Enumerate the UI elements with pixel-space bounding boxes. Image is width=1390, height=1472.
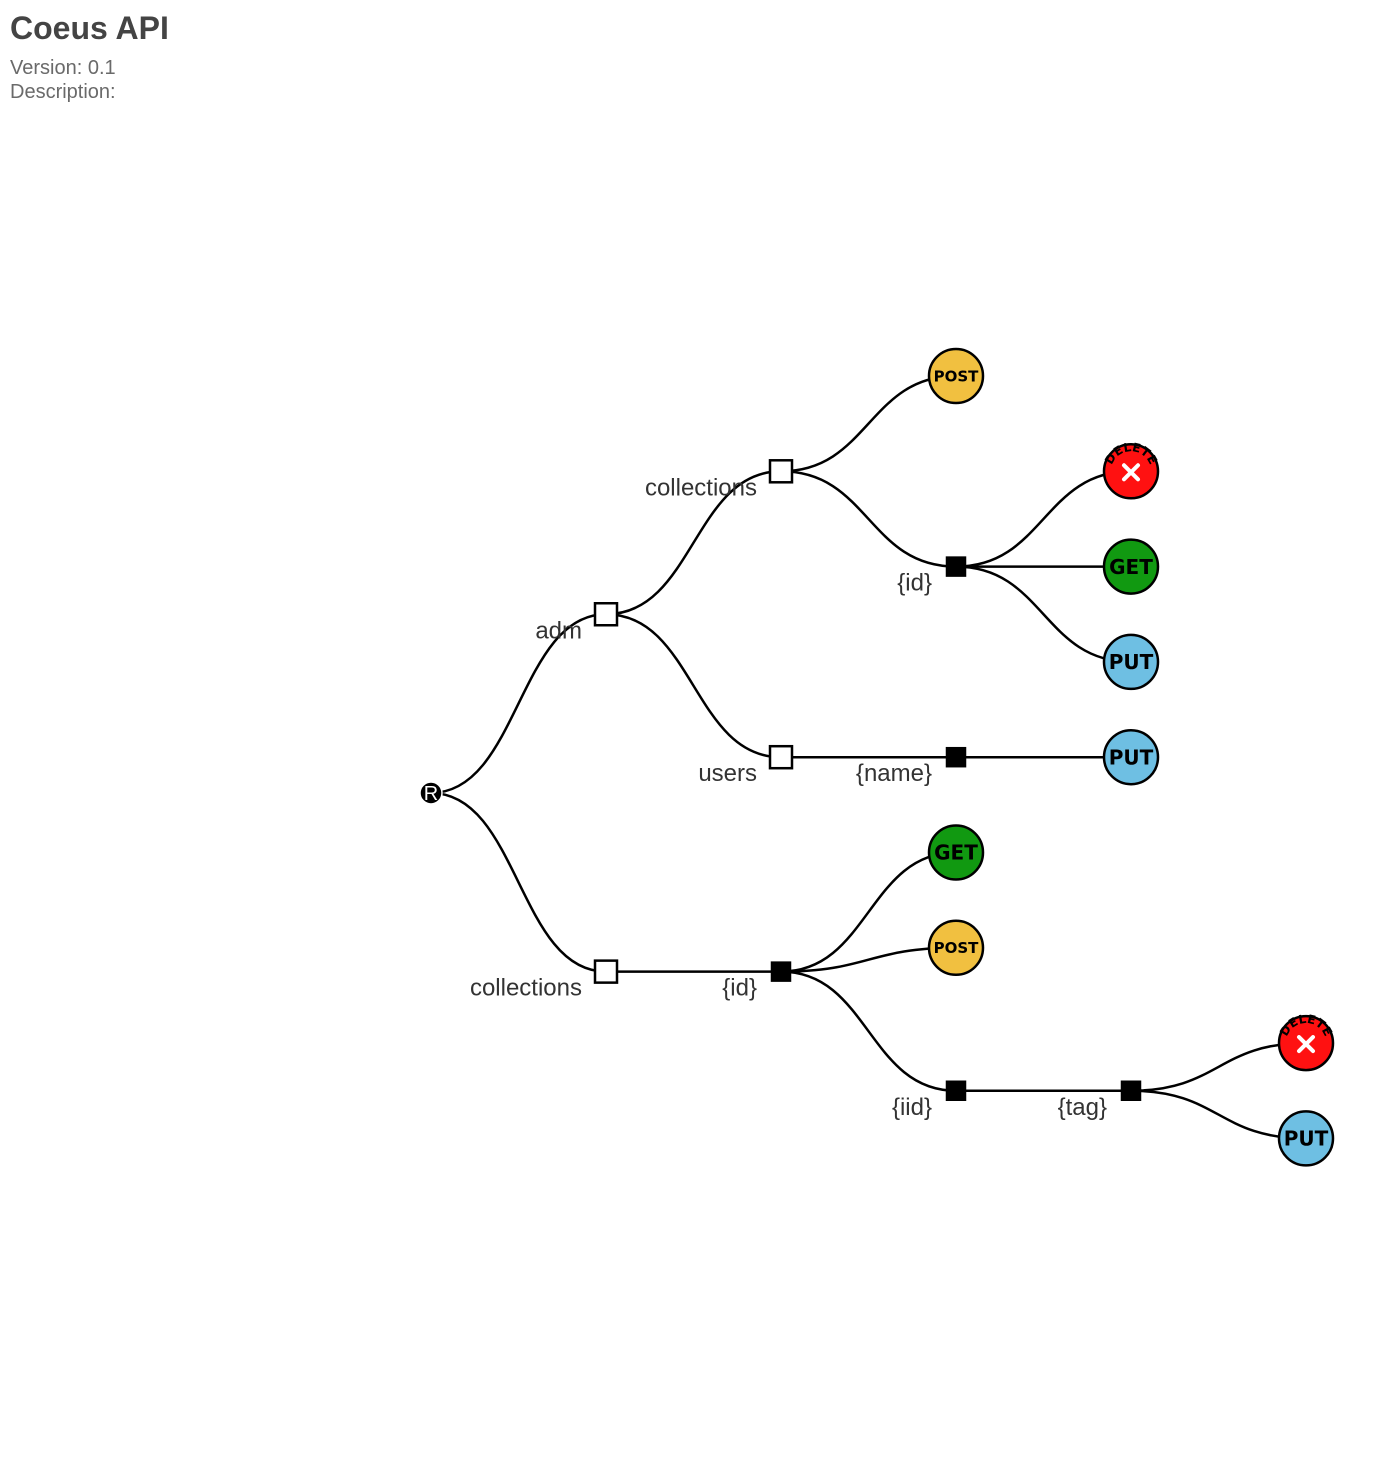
link-collections	[430, 791, 607, 973]
root-node-circle	[419, 781, 443, 805]
method-circle	[1102, 538, 1160, 595]
link-adm-collections-id-put	[955, 565, 1132, 664]
delete-x-icon	[1297, 1035, 1315, 1054]
method-circle	[1277, 1110, 1335, 1167]
method-get-collections-id-get[interactable]: GET	[927, 824, 985, 881]
segment-label: {tag}	[1058, 1094, 1107, 1121]
root-node-label: R	[424, 783, 438, 805]
segment-label: users	[698, 760, 757, 787]
method-circle	[1102, 633, 1160, 691]
segment-label: collections	[470, 975, 582, 1002]
root-node[interactable]: R	[419, 781, 443, 805]
method-circle	[927, 824, 985, 881]
method-label: POST	[934, 939, 980, 957]
link-adm-users	[605, 613, 782, 759]
method-delete-adm-collections-id-delete[interactable]: DELETE	[1102, 440, 1160, 500]
node-collections[interactable]: collections	[470, 959, 619, 1002]
tree-nodes: RadmcollectionsPOST{id}DELETEGETPUTusers…	[419, 347, 1335, 1167]
node-adm-users-name[interactable]: {name}	[856, 746, 967, 787]
link-collections-id-iid-tag-put	[1130, 1089, 1307, 1140]
node-adm-users[interactable]: users	[698, 744, 794, 787]
segment-label: {name}	[856, 760, 932, 787]
method-circle	[927, 347, 985, 405]
node-adm-collections[interactable]: collections	[645, 459, 794, 501]
node-collections-id-iid-tag[interactable]: {tag}	[1058, 1080, 1142, 1121]
api-meta: Version: 0.1 Description:	[10, 56, 169, 104]
method-label: PUT	[1109, 745, 1154, 769]
node-adm-collections-id[interactable]: {id}	[897, 556, 967, 597]
segment-label: collections	[645, 474, 757, 501]
delete-x-icon	[1122, 463, 1140, 482]
node-adm[interactable]: adm	[535, 602, 619, 644]
method-circle	[927, 919, 985, 977]
param-node-square	[1120, 1080, 1142, 1101]
link-adm-collections-id-delete	[955, 470, 1132, 568]
api-version: Version: 0.1	[10, 57, 116, 79]
method-delete-collections-id-iid-tag-delete[interactable]: DELETE	[1277, 1012, 1335, 1072]
method-label: PUT	[1284, 1127, 1329, 1151]
node-collections-id-iid[interactable]: {iid}	[892, 1080, 967, 1121]
api-header: Coeus API Version: 0.1 Description:	[10, 8, 169, 104]
method-put-adm-users-name-put[interactable]: PUT	[1102, 728, 1160, 786]
param-node-square	[945, 1080, 967, 1101]
node-collections-id[interactable]: {id}	[722, 961, 792, 1002]
link-collections-id-iid	[780, 970, 957, 1092]
method-post-adm-collections-post[interactable]: POST	[927, 347, 985, 405]
resource-node-square	[593, 959, 619, 984]
param-node-square	[770, 961, 792, 982]
api-title: Coeus API	[10, 10, 169, 46]
segment-label: {iid}	[892, 1094, 932, 1121]
link-adm-collections	[605, 470, 782, 616]
link-collections-id-post	[780, 946, 957, 973]
resource-node-square	[768, 459, 794, 484]
segment-label: {id}	[897, 570, 932, 597]
method-label: GET	[934, 841, 978, 865]
param-node-square	[945, 556, 967, 577]
method-label: POST	[934, 367, 980, 385]
api-description: Description:	[10, 81, 116, 103]
method-put-collections-id-iid-tag-put[interactable]: PUT	[1277, 1110, 1335, 1167]
tree-links	[430, 374, 1307, 1140]
resource-node-square	[768, 744, 794, 770]
link-collections-id-iid-tag-delete	[1130, 1041, 1307, 1092]
link-adm	[430, 613, 607, 795]
method-get-adm-collections-id-get[interactable]: GET	[1102, 538, 1160, 595]
segment-label: {id}	[722, 975, 757, 1002]
param-node-square	[945, 746, 967, 768]
method-put-adm-collections-id-put[interactable]: PUT	[1102, 633, 1160, 691]
segment-label: adm	[535, 617, 582, 644]
method-post-collections-id-post[interactable]: POST	[927, 919, 985, 977]
link-adm-collections-post	[780, 374, 957, 473]
link-adm-collections-id	[780, 470, 957, 568]
method-label: GET	[1109, 555, 1153, 579]
resource-node-square	[593, 602, 619, 627]
method-label: PUT	[1109, 650, 1154, 674]
link-collections-id-get	[780, 851, 957, 973]
method-circle	[1102, 728, 1160, 786]
